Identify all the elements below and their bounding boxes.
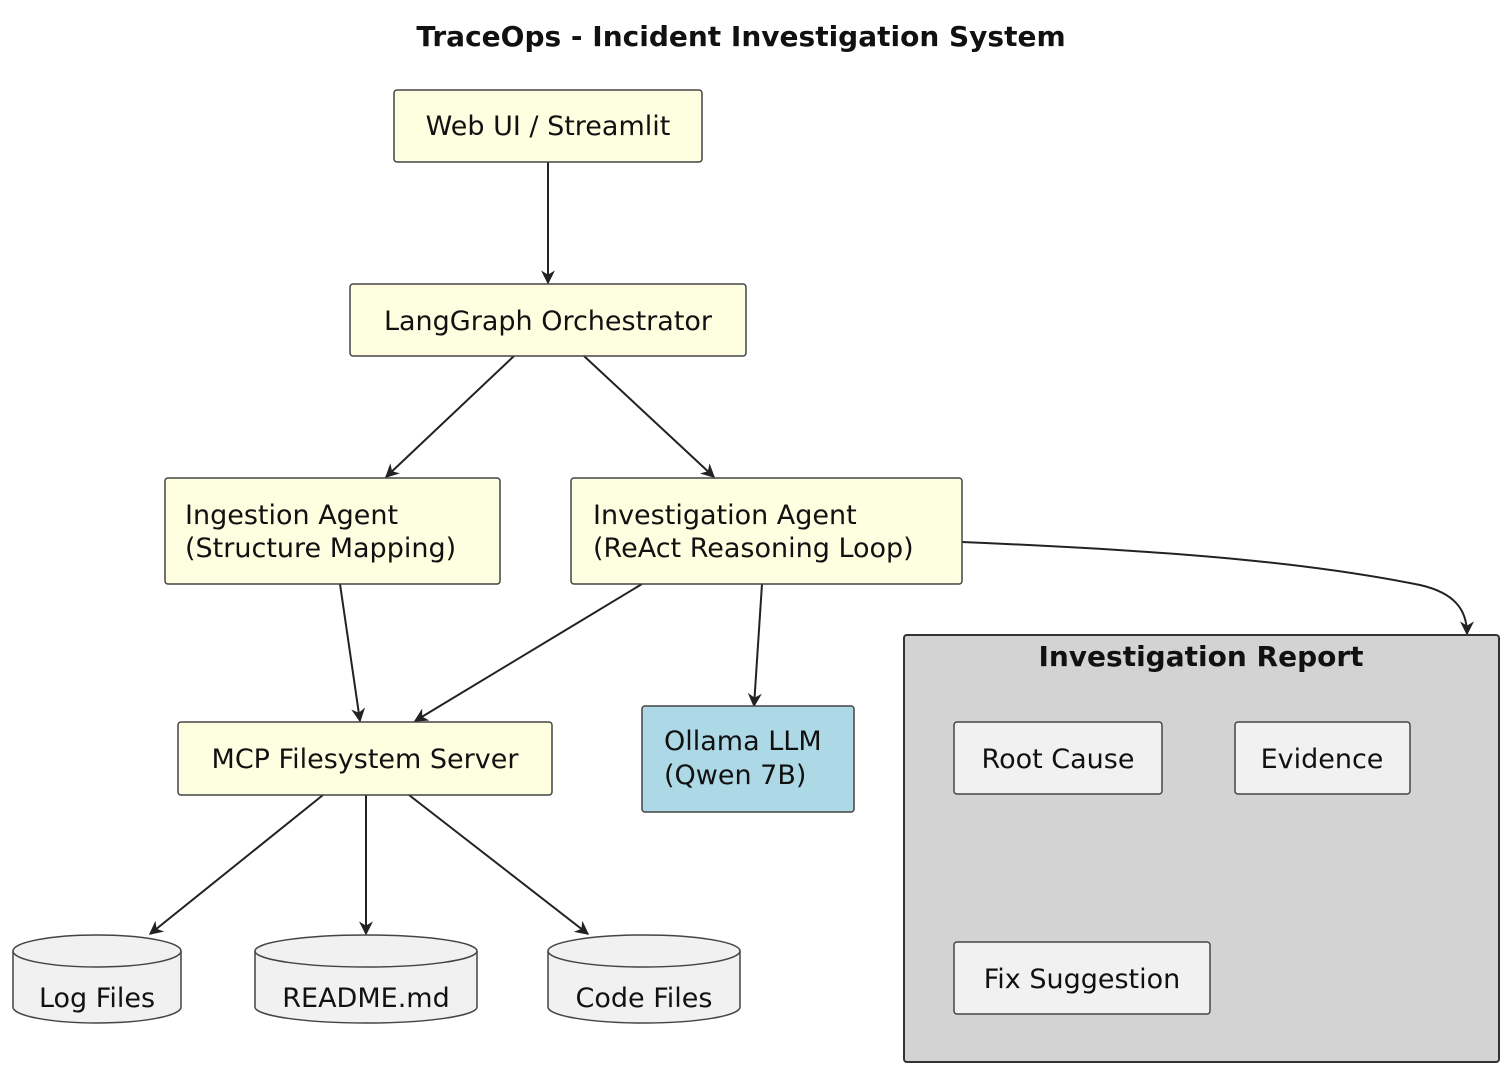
node-investigation-agent: Investigation Agent (ReAct Reasoning Loo… [570,477,963,585]
node-web-ui: Web UI / Streamlit [393,89,703,163]
edge-investigation-report [961,541,1474,636]
edges [148,162,1474,936]
component-fix-suggestion: Fix Suggestion [953,941,1211,1015]
node-orchestrator-label: LangGraph Orchestrator [384,306,713,337]
edge-investigation-mcp [413,583,643,722]
node-investigation-agent-line2: (ReAct Reasoning Loop) [593,533,914,564]
edge-mcp-logfiles [148,794,324,935]
node-orchestrator: LangGraph Orchestrator [349,283,747,357]
node-investigation-agent-line1: Investigation Agent [593,500,857,531]
component-evidence: Evidence [1234,721,1411,795]
node-ingestion-agent-line2: (Structure Mapping) [185,533,456,564]
db-log-files-label: Log Files [39,983,155,1014]
diagram-title: TraceOps - Incident Investigation System [416,20,1065,53]
component-evidence-label: Evidence [1261,744,1384,775]
db-log-files: Log Files [12,934,182,1024]
db-code-files: Code Files [547,934,741,1024]
edge-investigation-ollama [747,583,763,708]
node-mcp-server: MCP Filesystem Server [177,721,553,796]
db-readme-label: README.md [282,983,449,1014]
component-fix-suggestion-label: Fix Suggestion [984,964,1181,995]
group-investigation-report-title: Investigation Report [1038,640,1363,673]
edge-ingestion-mcp [339,583,366,723]
group-investigation-report: Investigation Report Root Cause Evidence… [903,634,1500,1063]
db-readme: README.md [254,934,478,1024]
component-root-cause: Root Cause [953,721,1163,795]
node-mcp-server-label: MCP Filesystem Server [212,744,520,775]
node-web-ui-label: Web UI / Streamlit [426,111,671,142]
component-root-cause-label: Root Cause [982,744,1135,775]
node-ingestion-agent-line1: Ingestion Agent [185,500,398,531]
node-ingestion-agent: Ingestion Agent (Structure Mapping) [164,477,501,585]
db-code-files-label: Code Files [576,983,713,1014]
edge-orchestrator-ingestion [384,355,515,478]
edge-mcp-codefiles [408,794,590,935]
node-ollama-llm-line1: Ollama LLM [664,726,822,757]
node-ollama-llm: Ollama LLM (Qwen 7B) [641,705,855,813]
node-ollama-llm-line2: (Qwen 7B) [664,760,806,791]
edge-orchestrator-investigation [583,355,716,478]
